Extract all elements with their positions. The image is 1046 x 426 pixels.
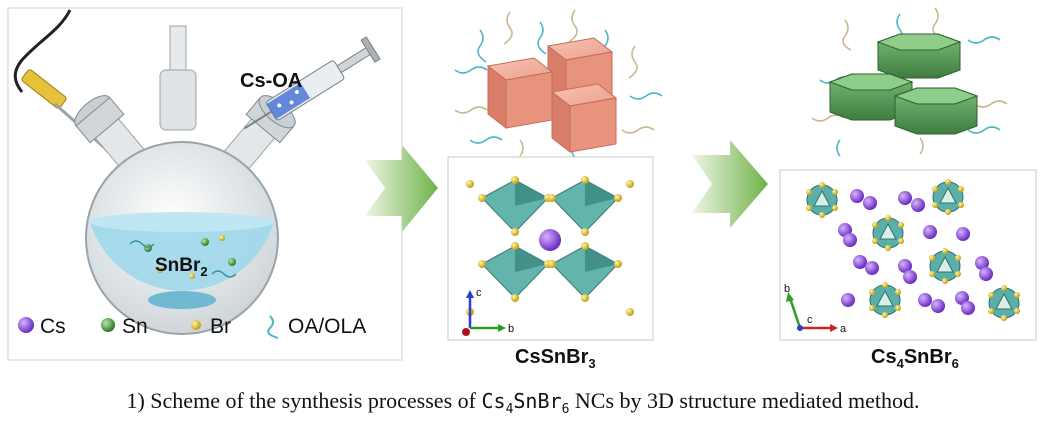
br-atoms — [466, 176, 634, 316]
caption-formula-part1: Cs — [481, 389, 506, 413]
legend-br-label: Br — [210, 315, 231, 338]
flask-label-main: SnBr — [155, 255, 201, 276]
cssnbr3-label-part1: CsSnBr — [515, 346, 589, 368]
legend: Cs Sn Br OA/OLA — [18, 315, 366, 339]
legend-ligand-icon — [267, 315, 279, 339]
octahedron-units — [806, 179, 1020, 321]
syringe-label: Cs-OA — [240, 70, 302, 92]
cs-atoms — [838, 189, 993, 315]
axis-indicator-cssnbr3: c b — [462, 287, 514, 336]
perovskite-structure — [466, 176, 634, 316]
axis-indicator-cs4snbr6: b c a — [784, 283, 847, 335]
caption-prefix: 1) Scheme of the synthesis processes of — [126, 388, 476, 413]
panel-cssnbr3: c b CsSnBr3 — [447, 9, 663, 371]
axis-c-label-2: c — [807, 314, 813, 326]
cs-atom — [539, 229, 561, 251]
legend-ligand-label: OA/OLA — [288, 315, 366, 338]
nanoprism-cluster — [811, 7, 1008, 157]
ligands-prisms — [811, 7, 1008, 157]
legend-br-icon — [191, 320, 201, 330]
panel-flask-setup: Cs-OA SnBr2 Cs Sn Br OA/OLA — [7, 7, 403, 361]
nanocube — [486, 57, 554, 130]
nanoprism — [893, 87, 979, 135]
process-arrow-1 — [365, 145, 438, 232]
caption-formula-sub2: 6 — [561, 402, 570, 417]
nanocube — [550, 83, 618, 154]
ligands-cubes — [454, 9, 663, 159]
cssnbr3-label: CsSnBr3 — [515, 346, 596, 371]
legend-cs-icon — [18, 317, 34, 333]
panel-cs4snbr6: b c a Cs4SnBr6 — [779, 7, 1037, 371]
cs4snbr6-label-part2: SnBr — [904, 346, 952, 368]
legend-cs-label: Cs — [40, 315, 66, 338]
caption-formula-sub1: 4 — [505, 402, 514, 417]
flask-label: SnBr2 — [155, 255, 208, 279]
legend-sn-icon — [101, 318, 115, 332]
nanocube-cluster — [454, 9, 663, 159]
syringe-icon — [243, 36, 381, 130]
cs4snbr6-label: Cs4SnBr6 — [871, 346, 959, 371]
axis-b-label-2: b — [784, 283, 790, 295]
cs4snbr6-label-sub2: 6 — [952, 356, 959, 371]
cs4snbr6-structure — [806, 179, 1020, 321]
caption-formula: Cs4SnBr6 — [481, 389, 569, 417]
process-arrow-2 — [692, 140, 768, 228]
axis-c-label: c — [476, 287, 482, 299]
round-bottom-flask-icon — [74, 25, 296, 335]
nanoprism — [876, 33, 962, 79]
nanoprism — [828, 73, 914, 121]
solution-fill — [90, 216, 274, 291]
axis-b-label: b — [508, 323, 514, 335]
solution-particles — [129, 235, 237, 279]
cs4snbr6-label-sub1: 4 — [897, 356, 905, 371]
cssnbr3-label-sub: 3 — [588, 356, 595, 371]
figure-caption: 1) Scheme of the synthesis processes of … — [0, 388, 1046, 417]
caption-formula-part2: SnBr — [513, 389, 562, 413]
legend-sn-label: Sn — [122, 315, 148, 338]
cs4snbr6-label-part1: Cs — [871, 346, 897, 368]
axis-a-label: a — [840, 323, 847, 335]
flask-label-subscript: 2 — [200, 264, 207, 279]
thermocouple-wire — [13, 9, 72, 93]
stir-bar — [148, 291, 216, 309]
caption-suffix: NCs by 3D structure mediated method. — [574, 388, 920, 413]
